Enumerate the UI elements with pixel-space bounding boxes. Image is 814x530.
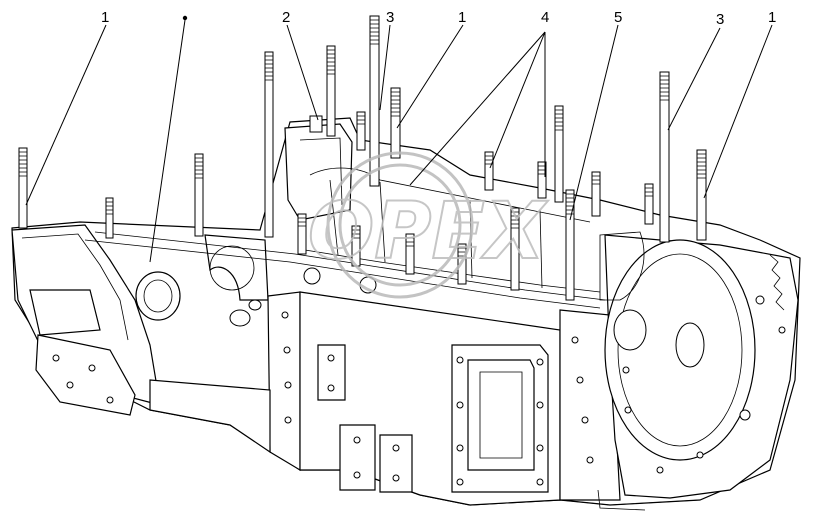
- stud-k: [644, 183, 654, 225]
- stud-i: [565, 189, 575, 301]
- watermark-logo: OPEX: [307, 151, 550, 299]
- stud-m: [696, 149, 707, 241]
- stud-tall-h: [554, 105, 564, 203]
- callout-1-center: 1: [458, 9, 466, 26]
- callout-1-right: 1: [768, 9, 776, 26]
- callouts: 1 2 3 1 4 5 3 1: [101, 9, 776, 28]
- stud-tall-l: [659, 71, 670, 243]
- stud-n: [297, 213, 307, 255]
- crankcase-housing: [11, 117, 801, 511]
- stud-j: [591, 171, 601, 217]
- stud-left-2: [105, 197, 114, 239]
- callout-5: 5: [614, 9, 622, 26]
- callout-3-center: 3: [386, 9, 394, 26]
- callout-3-right: 3: [716, 11, 724, 28]
- callout-2: 2: [282, 9, 290, 26]
- callout-dot: [182, 15, 188, 21]
- watermark-text: OPEX: [308, 187, 549, 277]
- stud-short-d: [356, 111, 366, 151]
- stud-tall-a: [264, 51, 274, 238]
- studs: [18, 15, 707, 301]
- stud-p: [405, 233, 415, 275]
- stud-mid-f: [484, 151, 494, 191]
- stud-tall-c: [369, 15, 380, 187]
- stud-left-1: [18, 147, 28, 229]
- callout-1-left: 1: [101, 9, 109, 26]
- stud-tall-b: [326, 45, 336, 137]
- stud-r: [510, 207, 520, 291]
- stud-e: [390, 87, 401, 159]
- leader-lines: [25, 15, 773, 263]
- callout-4: 4: [541, 9, 549, 26]
- dowel-pin: [309, 115, 323, 133]
- stud-left-3: [194, 153, 204, 237]
